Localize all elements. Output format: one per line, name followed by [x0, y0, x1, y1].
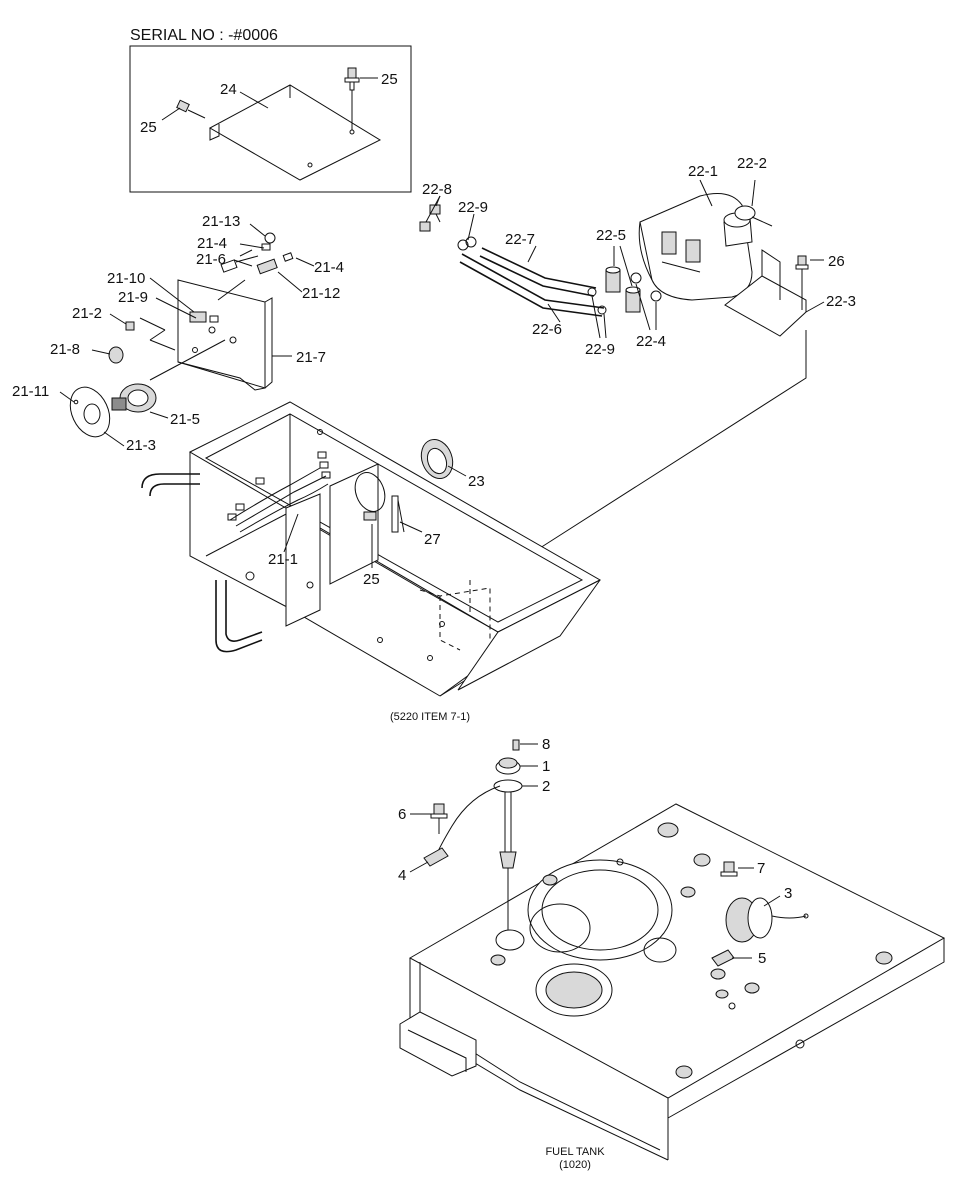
- frame-drawing: [141, 401, 602, 697]
- callout-22-7: 22-7: [505, 231, 535, 248]
- callout-25-top-right: 25: [381, 71, 398, 88]
- callout-21-4-right: 21-4: [314, 259, 344, 276]
- frame-reference-caption: (5220 ITEM 7-1): [390, 711, 470, 723]
- callout-21-13: 21-13: [202, 213, 240, 230]
- tank-assembly-22: [419, 193, 809, 337]
- callout-7: 7: [757, 860, 765, 877]
- fuel-tank-title: FUEL TANK: [545, 1146, 605, 1158]
- callout-labels: 24 25 25 21-13 21-4 21-4 21-6 21-12 21-1…: [12, 71, 856, 967]
- callout-21-9: 21-9: [118, 289, 148, 306]
- serial-number-label: SERIAL NO : -#0006: [130, 27, 278, 44]
- callout-2: 2: [542, 778, 550, 795]
- callout-22-5: 22-5: [596, 227, 626, 244]
- serial-inset: SERIAL NO : -#0006: [129, 27, 412, 193]
- callout-26: 26: [828, 253, 845, 270]
- callout-24: 24: [220, 81, 237, 98]
- callout-21-7: 21-7: [296, 349, 326, 366]
- callout-6: 6: [398, 806, 406, 823]
- callout-21-12: 21-12: [302, 285, 340, 302]
- callout-21-5: 21-5: [170, 411, 200, 428]
- callout-22-1: 22-1: [688, 163, 718, 180]
- callout-25-frame: 25: [363, 571, 380, 588]
- callout-22-9-top: 22-9: [458, 199, 488, 216]
- callout-21-10: 21-10: [107, 270, 145, 287]
- callout-22-2: 22-2: [737, 155, 767, 172]
- callout-21-4-left: 21-4: [197, 235, 227, 252]
- callout-22-6: 22-6: [532, 321, 562, 338]
- leaders-frame: [283, 465, 467, 568]
- callout-22-3: 22-3: [826, 293, 856, 310]
- callout-22-8: 22-8: [422, 181, 452, 198]
- fuel-tank-reference: (1020): [559, 1159, 591, 1171]
- callout-22-9-bottom: 22-9: [585, 341, 615, 358]
- callout-22-4: 22-4: [636, 333, 666, 350]
- callout-21-8: 21-8: [50, 341, 80, 358]
- inset-leaders: [161, 77, 378, 121]
- callout-25-top-left: 25: [140, 119, 157, 136]
- inset-frame: [129, 45, 412, 193]
- leaders-21: [59, 223, 315, 447]
- captions: (5220 ITEM 7-1) FUEL TANK (1020): [390, 711, 605, 1171]
- leaders-tank: [409, 743, 781, 959]
- callout-21-3: 21-3: [126, 437, 156, 454]
- callout-8: 8: [542, 736, 550, 753]
- callout-21-11: 21-11: [12, 383, 49, 400]
- bracket-assembly-21: [69, 232, 294, 438]
- callout-1: 1: [542, 758, 550, 775]
- cover-plate-drawing: [176, 67, 382, 181]
- callout-21-1: 21-1: [268, 551, 298, 568]
- callout-23: 23: [468, 473, 485, 490]
- callout-21-6: 21-6: [196, 251, 226, 268]
- callout-27: 27: [424, 531, 441, 548]
- callout-21-2: 21-2: [72, 305, 102, 322]
- callout-3: 3: [784, 885, 792, 902]
- callout-5: 5: [758, 950, 766, 967]
- callout-4: 4: [398, 867, 406, 884]
- fuel-tank-drawing: [399, 739, 946, 1161]
